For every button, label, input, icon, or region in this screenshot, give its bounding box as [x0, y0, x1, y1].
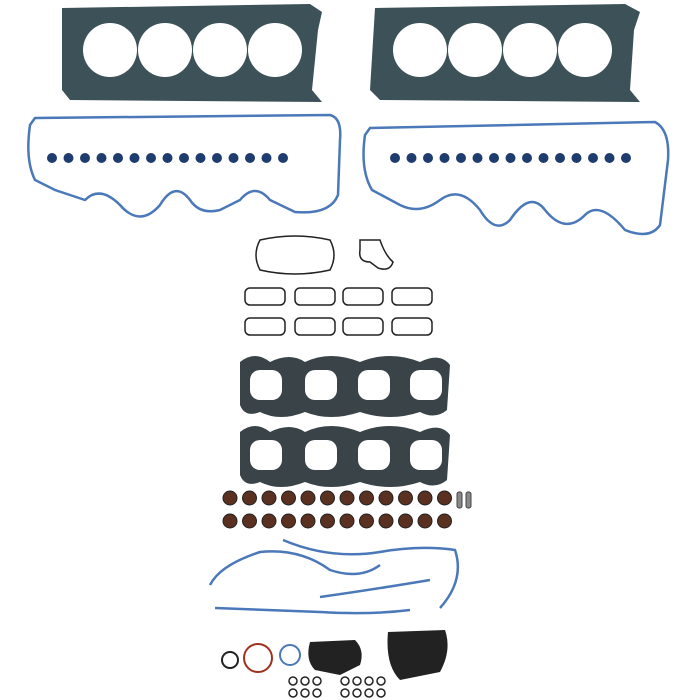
stem-seal — [222, 513, 238, 529]
seal — [439, 153, 450, 163]
seal — [472, 153, 483, 163]
o-ring — [312, 676, 322, 686]
seal — [406, 153, 417, 163]
seal — [555, 153, 565, 163]
seal — [505, 153, 516, 163]
o-ring — [300, 676, 310, 686]
stem-seal — [242, 490, 257, 506]
o-ring — [340, 688, 350, 698]
stem-seal — [437, 513, 452, 529]
o-ring — [312, 688, 322, 698]
stem-seal — [320, 513, 335, 529]
intake-gaskets — [244, 287, 433, 336]
o-ring — [364, 676, 374, 686]
stem-seal — [339, 513, 355, 529]
small-o-rings — [288, 676, 386, 698]
o-ring — [352, 676, 362, 686]
stem-seal — [261, 513, 277, 529]
dowel-pins — [456, 491, 472, 509]
o-ring — [352, 688, 362, 698]
stem-seal — [378, 490, 394, 506]
o-ring — [364, 688, 374, 698]
seal — [261, 153, 272, 163]
o-ring — [288, 688, 298, 698]
stem-seal — [300, 513, 316, 529]
seal — [571, 153, 582, 163]
seal — [489, 153, 499, 163]
head-gasket-right — [370, 4, 640, 102]
seal — [278, 153, 288, 163]
seal — [179, 153, 189, 163]
stem-seal — [339, 490, 355, 506]
seal — [212, 153, 222, 163]
seal — [146, 153, 156, 163]
stem-seal — [417, 513, 433, 529]
seal — [113, 153, 123, 163]
seal — [195, 153, 206, 163]
oil-pump-gaskets — [308, 630, 448, 680]
seal — [96, 153, 107, 163]
stem-seal — [242, 513, 257, 529]
stem-seal — [398, 490, 413, 506]
stem-seal — [300, 490, 316, 506]
seal — [456, 153, 466, 163]
timing-cover-gaskets — [208, 538, 460, 615]
seal — [47, 153, 57, 163]
o-ring — [288, 676, 298, 686]
head-gasket-left — [62, 4, 322, 102]
valve-cover-gasket-right — [362, 120, 670, 236]
seal — [538, 153, 549, 163]
exhaust-manifold-gasket-bottom — [240, 426, 450, 487]
seal — [162, 153, 173, 163]
stem-seal — [417, 490, 433, 506]
stem-seal — [281, 513, 296, 529]
seal — [588, 153, 598, 163]
stem-seal — [281, 490, 296, 506]
stem-seal — [437, 490, 452, 506]
intake-gasket — [244, 317, 286, 336]
stem-seal — [398, 513, 413, 529]
stem-seal — [359, 513, 374, 529]
intake-gasket — [391, 287, 433, 306]
o-ring — [300, 688, 310, 698]
o-rings — [221, 643, 301, 673]
intake-gasket — [244, 287, 286, 306]
stem-seal — [222, 490, 238, 506]
valve-stem-seals — [222, 490, 452, 529]
stem-seal — [320, 490, 335, 506]
intake-gasket — [342, 287, 384, 306]
seal — [80, 153, 90, 163]
intake-gasket — [342, 317, 384, 336]
seal — [245, 153, 255, 163]
intake-gasket — [391, 317, 433, 336]
o-ring — [376, 688, 386, 698]
seal — [522, 153, 532, 163]
o-ring — [376, 676, 386, 686]
seal — [63, 153, 74, 163]
seal — [604, 153, 615, 163]
intake-gasket — [294, 317, 336, 336]
seal — [621, 153, 631, 163]
intake-gasket — [294, 287, 336, 306]
small-gaskets — [255, 235, 394, 275]
seal — [228, 153, 239, 163]
spark-plug-tube-seals — [47, 153, 631, 163]
stem-seal — [378, 513, 394, 529]
stem-seal — [261, 490, 277, 506]
seal — [129, 153, 140, 163]
valve-cover-gasket-left — [27, 113, 342, 218]
stem-seal — [359, 490, 374, 506]
seal — [423, 153, 433, 163]
exhaust-manifold-gasket-top — [240, 356, 450, 417]
o-ring — [340, 676, 350, 686]
seal — [390, 153, 400, 163]
